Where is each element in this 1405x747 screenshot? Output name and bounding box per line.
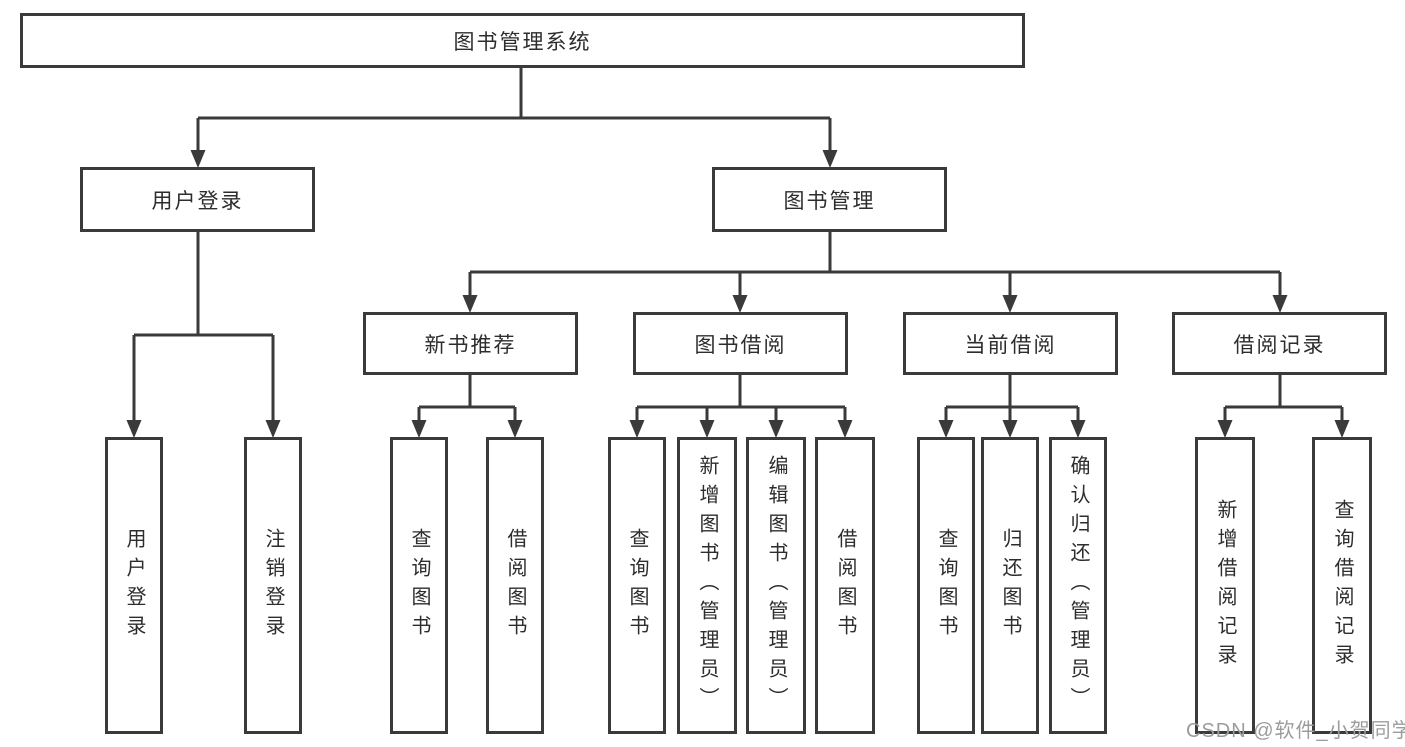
arrowhead-icon bbox=[1217, 420, 1233, 438]
leaf-query-books-current: 查询图书 bbox=[917, 437, 975, 734]
arrowhead-icon bbox=[190, 150, 206, 168]
arrowhead-icon bbox=[732, 295, 748, 313]
arrowhead-icon bbox=[265, 420, 281, 438]
leaf-confirm-return-admin: 确认归还（管理员） bbox=[1049, 437, 1107, 734]
leaf-add-borrow-record: 新增借阅记录 bbox=[1195, 437, 1255, 734]
arrowhead-icon bbox=[411, 420, 427, 438]
node-book-management: 图书管理 bbox=[712, 167, 947, 232]
leaf-add-book-admin: 新增图书（管理员） bbox=[677, 437, 737, 734]
leaf-user-login: 用户登录 bbox=[105, 437, 163, 734]
watermark-text: CSDN @软件_小贺同学 bbox=[1186, 720, 1405, 742]
arrowhead-icon bbox=[1002, 420, 1018, 438]
arrowhead-icon bbox=[462, 295, 478, 313]
arrowhead-icon bbox=[938, 420, 954, 438]
arrowhead-icon bbox=[1272, 295, 1288, 313]
arrowhead-icon bbox=[1070, 420, 1086, 438]
leaf-borrow-books-borrow: 借阅图书 bbox=[815, 437, 875, 734]
arrowhead-icon bbox=[126, 420, 142, 438]
arrowhead-icon bbox=[699, 420, 715, 438]
connector-current-borrow-to-leaves bbox=[944, 375, 1080, 421]
node-system-root: 图书管理系统 bbox=[20, 13, 1025, 68]
node-new-book-recommend: 新书推荐 bbox=[363, 312, 578, 375]
node-book-borrow: 图书借阅 bbox=[633, 312, 848, 375]
connector-new-book-to-leaves bbox=[417, 375, 517, 421]
leaf-return-book: 归还图书 bbox=[981, 437, 1039, 734]
connector-root-to-level2 bbox=[196, 68, 832, 151]
node-borrow-records: 借阅记录 bbox=[1172, 312, 1387, 375]
connector-book-borrow-to-leaves bbox=[635, 375, 847, 421]
leaf-query-borrow-record: 查询借阅记录 bbox=[1312, 437, 1372, 734]
connector-user-login-to-leaves bbox=[132, 232, 275, 421]
arrowhead-icon bbox=[629, 420, 645, 438]
node-current-borrow: 当前借阅 bbox=[903, 312, 1118, 375]
arrowhead-icon bbox=[1002, 295, 1018, 313]
arrowhead-icon bbox=[1334, 420, 1350, 438]
leaf-query-books-recommend: 查询图书 bbox=[390, 437, 448, 734]
leaf-edit-book-admin: 编辑图书（管理员） bbox=[746, 437, 806, 734]
leaf-logout: 注销登录 bbox=[244, 437, 302, 734]
connector-book-management-to-level3 bbox=[468, 232, 1282, 296]
arrowhead-icon bbox=[822, 150, 838, 168]
leaf-borrow-books-recommend: 借阅图书 bbox=[486, 437, 544, 734]
leaf-query-books-borrow: 查询图书 bbox=[608, 437, 666, 734]
arrowhead-icon bbox=[507, 420, 523, 438]
arrowhead-icon bbox=[837, 420, 853, 438]
arrowhead-icon bbox=[768, 420, 784, 438]
connector-borrow-records-to-leaves bbox=[1223, 375, 1344, 421]
node-user-login: 用户登录 bbox=[80, 167, 315, 232]
